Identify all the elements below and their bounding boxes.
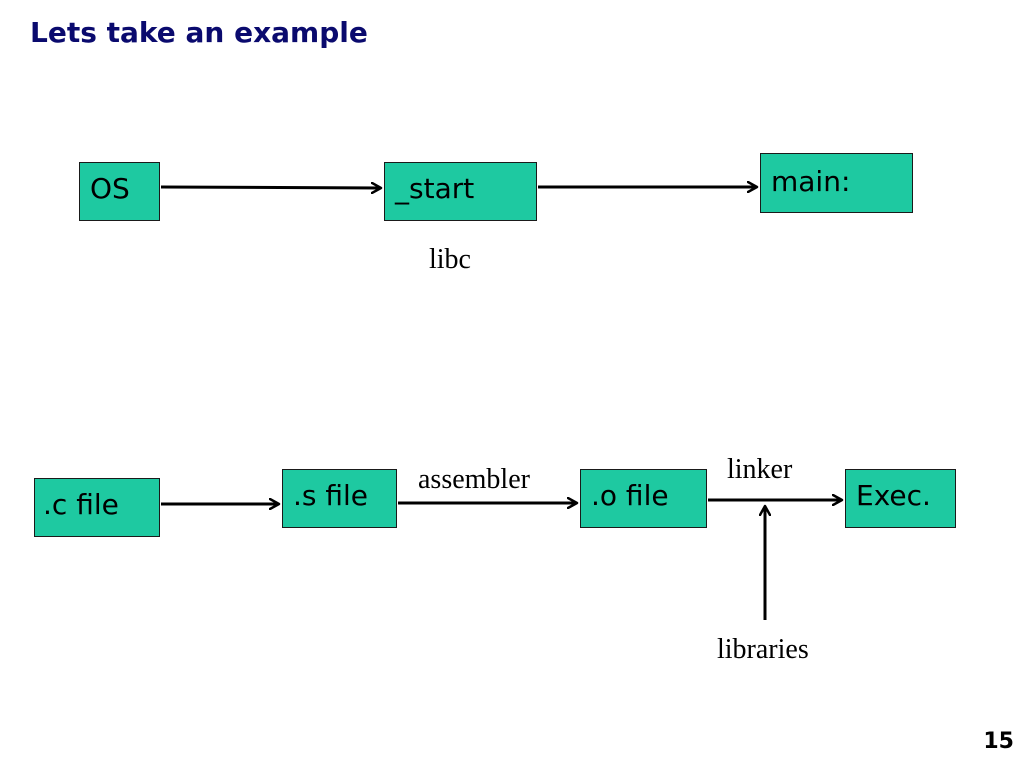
c-file-box-label: .c file: [43, 488, 119, 521]
exec-box-label: Exec.: [856, 479, 931, 512]
start-box: _start: [384, 162, 537, 221]
os-box-label: OS: [90, 172, 130, 205]
slide-title: Lets take an example: [30, 16, 368, 49]
s-file-box: .s file: [282, 469, 397, 528]
page-number: 15: [983, 729, 1014, 754]
o-file-box-label: .o file: [591, 479, 669, 512]
linker-label: linker: [727, 454, 793, 485]
exec-box: Exec.: [845, 469, 956, 528]
o-file-box: .o file: [580, 469, 707, 528]
arrow-os-to-start: [160, 187, 381, 188]
start-box-label: _start: [395, 172, 475, 205]
main-box-label: main:: [771, 165, 851, 198]
os-box: OS: [79, 162, 160, 221]
libc-label: libc: [429, 244, 471, 275]
assembler-label: assembler: [418, 464, 530, 495]
c-file-box: .c file: [34, 478, 160, 537]
s-file-box-label: .s file: [293, 479, 369, 512]
libraries-label: libraries: [717, 634, 809, 665]
main-box: main:: [760, 153, 913, 213]
